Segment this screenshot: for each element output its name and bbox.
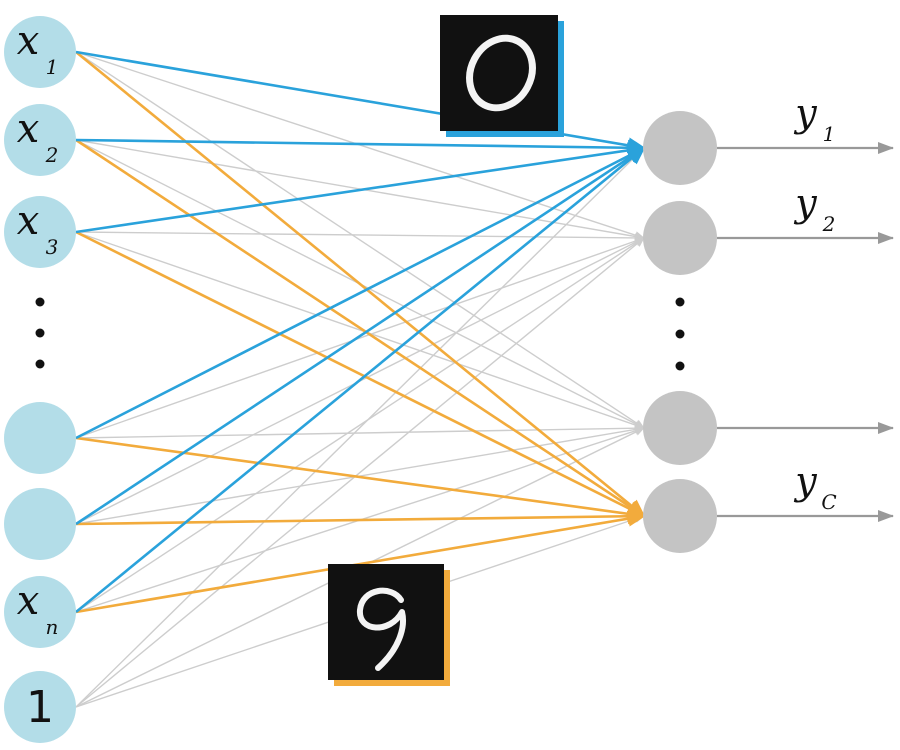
ellipsis-dot: [35, 328, 45, 338]
input-node-circle: [4, 196, 76, 268]
digit-zero-icon: [466, 34, 536, 112]
input-node: [4, 402, 76, 474]
edge-line-digit-nine: [75, 508, 646, 526]
input-node-circle: [4, 671, 76, 743]
edge-line: [75, 237, 645, 439]
input-node: xn: [4, 576, 76, 648]
output-label-subscript: C: [821, 490, 836, 514]
edge-line: [75, 231, 645, 429]
output-label: y: [793, 459, 817, 503]
input-label: x: [17, 198, 40, 244]
output-node-circle: [643, 201, 717, 275]
ellipsis-dot: [675, 297, 685, 307]
input-label: x: [17, 578, 40, 624]
output-arrows: [717, 142, 894, 522]
input-node-circle: [4, 402, 76, 474]
input-node: [4, 488, 76, 560]
edge-line: [75, 147, 645, 708]
digit-nine-image: [328, 564, 450, 686]
input-node: x2: [4, 104, 76, 176]
ellipsis-dot: [35, 359, 45, 369]
edge-line-digit-zero: [75, 138, 646, 156]
ellipsis-dot: [675, 361, 685, 371]
input-label-subscript: n: [46, 615, 59, 639]
ellipsis-dot: [675, 329, 685, 339]
output-label: y: [793, 181, 817, 225]
output-node-circle: [643, 391, 717, 465]
edge-line-digit-zero: [75, 142, 646, 234]
edge-line-digit-zero: [75, 146, 646, 526]
input-node-circle: [4, 576, 76, 648]
output-node: [643, 391, 717, 465]
bias-label: 1: [26, 682, 54, 733]
edge-line-digit-zero: [75, 146, 646, 440]
digit-nine-icon: [357, 587, 406, 671]
edge-line: [75, 51, 645, 429]
input-label-subscript: 2: [45, 143, 59, 167]
output-label-subscript: 2: [822, 212, 836, 236]
edge-line-digit-nine: [75, 230, 646, 518]
edge-line-digit-nine: [75, 138, 646, 518]
input-node: x1: [4, 16, 76, 88]
input-label-subscript: 3: [46, 235, 59, 259]
input-label-subscript: 1: [46, 55, 59, 79]
output-label-subscript: 1: [823, 122, 836, 146]
output-label: y: [793, 91, 817, 135]
edge-line-digit-nine: [75, 436, 646, 522]
edge-line: [75, 424, 645, 439]
input-node: 1: [4, 671, 76, 743]
connection-edges-gray: [75, 51, 645, 708]
input-node-circle: [4, 488, 76, 560]
edge-line-digit-zero: [75, 146, 646, 614]
input-node-circle: [4, 16, 76, 88]
input-label: x: [17, 106, 40, 152]
digit-zero-image: [440, 15, 564, 137]
input-node-circle: [4, 104, 76, 176]
edge-line-digit-nine: [75, 50, 646, 518]
edge-line: [75, 231, 645, 242]
output-node-circle: [643, 111, 717, 185]
edge-line: [75, 237, 645, 613]
input-label: x: [17, 18, 40, 64]
input-node: x3: [4, 196, 76, 268]
ellipsis-dot: [35, 297, 45, 307]
output-node-circle: [643, 479, 717, 553]
edge-line: [75, 237, 645, 708]
